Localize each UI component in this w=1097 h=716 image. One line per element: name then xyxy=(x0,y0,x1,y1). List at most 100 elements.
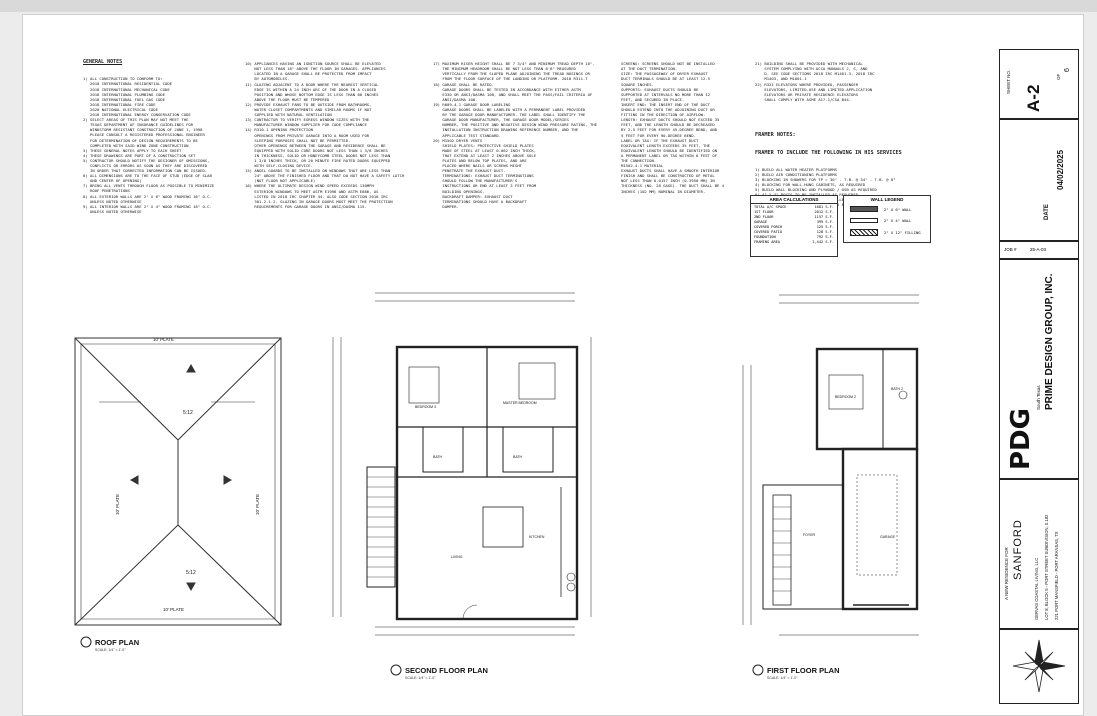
note-line: A PERMANENT LABEL OR TAG WITHIN 6 FEET O… xyxy=(621,152,718,158)
area-row: GARAGE 399 S.F. xyxy=(751,220,837,225)
note-line: 2) BUILD AIR CONDITIONING PLATFORMS xyxy=(755,171,837,177)
second-floor-marker-icon xyxy=(390,664,402,676)
note-line: BY AUTOMOBILES. xyxy=(245,76,290,82)
date-cell: DATE 04/02/2025 xyxy=(999,119,1079,241)
roof-plan-drawing xyxy=(74,337,282,626)
company-cell: PDG South Texas PRIME DESIGN GROUP, INC. xyxy=(999,259,1079,479)
note-line: TEXAS DEPARTMENT OF INSURANCE GUIDELINES… xyxy=(83,122,194,128)
note-line: 5) BUILD WALL BLOCKING AND PLYWOOD / OSB… xyxy=(755,187,877,193)
note-line: THE MINIMUM HEADROOM SHALL BE NOT LESS T… xyxy=(433,66,576,72)
notes-list: 10) APPLIANCES HAVING AN IGNITION SOURCE… xyxy=(245,61,425,209)
note-line: 3) THESE GENERAL NOTES APPLY TO EACH SHE… xyxy=(83,147,182,153)
second-floor-plan-drawing xyxy=(332,292,592,636)
note-line: TERMINATIONS SHOULD HAVE A BACKDRAFT xyxy=(433,198,527,204)
note-line: SLEEPING PURPOSES SHALL NOT BE PERMITTED… xyxy=(245,137,351,143)
legend-label: 2" X 6" WALL xyxy=(884,206,912,212)
note-line: SIZE: THE PASSAGEWAY OF DRYER EXHAUST xyxy=(621,71,708,77)
room-label: FOYER xyxy=(803,533,816,537)
job-number: 25-A-03 xyxy=(1030,247,1047,252)
viewer-top-bar xyxy=(0,0,1097,12)
note-line: OPENINGS FROM PRIVATE GARAGE INTO A ROOM… xyxy=(245,132,370,138)
room-label: BATH xyxy=(513,455,523,459)
note-line: 3) BLOCKING IN SHOWERS FOR TP = 30" - T.… xyxy=(755,176,896,182)
roof-plate-left: 10' PLATE xyxy=(115,493,120,515)
first-floor-plan-drawing xyxy=(742,294,919,636)
note-line: NUMBER, THE POSITIVE AND NEGATIVE DESIGN… xyxy=(433,122,597,128)
sheet-total: 6 xyxy=(1064,68,1071,72)
room-label: KITCHEN xyxy=(529,535,545,539)
note-line: CONFLICTS OR ERRORS AS SOON AS THEY ARE … xyxy=(83,162,208,168)
note-line: APPLICABLE TEST STANDARD. xyxy=(433,132,501,138)
note-line: IN THICKNESS, SOLID OR HONEYCOMB STEEL D… xyxy=(245,152,391,158)
note-line: COMPLETED WITH SAID WIND ZONE CONSTRUCTI… xyxy=(83,142,189,148)
sheet-label: SHEET NO. xyxy=(1006,69,1011,94)
date-value: 04/02/2025 xyxy=(1056,149,1065,190)
area-label: FRAMING AREA xyxy=(754,240,780,244)
note-line: IN ORDER THAT CORRECTED INFORMATION CAN … xyxy=(83,168,208,174)
note-line: 15) ANGEL GUARDS TO BE INSTALLED ON WIND… xyxy=(245,168,391,174)
note-line: TERMINATIONS: EXHAUST DUCT TERMINATIONS xyxy=(433,173,534,179)
note-line: 2018 INTERNATIONAL RESIDENTIAL CODE xyxy=(83,81,173,87)
notes-list: 1) ALL CONSTRUCTION TO CONFORM TO: 2018 … xyxy=(83,76,243,214)
note-line: GARAGE DOORS SHALL BE TESTED IN ACCORDAN… xyxy=(433,86,581,92)
note-line: 12) PROVIDE EXHAUST FANS TO BE OUTSIDE F… xyxy=(245,101,372,107)
note-line: (NOT FLOOR NOT APPLICABLE) xyxy=(245,178,316,184)
framer-notes-subtitle: FRAMER TO INCLUDE THE FOLLOWING IN HIS S… xyxy=(755,149,902,156)
note-line: VERTICALLY FROM THE SLOPED PLANE ADJOINI… xyxy=(433,71,590,77)
note-line: INSTALLATION INSTRUCTION DRAWING REFEREN… xyxy=(433,127,579,133)
area-value: 792 S.F. xyxy=(816,235,834,239)
note-line: FITTING IN THE DIRECTION OF AIRFLOW. xyxy=(621,112,706,118)
area-value: 2012 S.F. xyxy=(814,210,834,214)
note-line: 20) M1502 DRYER VENTS xyxy=(433,137,483,143)
note-line: THAT EXTEND AT LEAST 2 INCHES ABOVE SOLE xyxy=(433,152,537,158)
legend-swatch xyxy=(850,218,878,223)
notes-list: 21) BUILDING SHALL BE PROVIDED WITH MECH… xyxy=(755,61,955,102)
note-line: 1) BUILD ALL WATER HEATER PLATFORMS xyxy=(755,166,837,172)
note-line: 2) SELECT AREAS OF THIS PLAN MAY NOT MEE… xyxy=(83,117,189,123)
note-line: AND CENTER OF OPENING) xyxy=(83,178,142,184)
note-line: WITH SELF-CLOSING DEVICE. xyxy=(245,163,313,169)
area-label: GARAGE xyxy=(754,220,767,224)
note-line: SUPPORTS: EXHAUST DUCTS SHOULD BE xyxy=(621,86,699,92)
note-line: DAMPER. xyxy=(433,203,459,209)
wall-legend-title: WALL LEGEND xyxy=(870,197,904,202)
note-line: 4) BLOCKING FOR WALL-HUNG CABINETS, AS R… xyxy=(755,181,866,187)
general-notes-col5: 21) BUILDING SHALL BE PROVIDED WITH MECH… xyxy=(755,51,955,218)
note-line: INCHES (102 MM) NOMINAL IN DIAMETER. xyxy=(621,188,706,194)
note-line: 2018 INTERNATIONAL FIRE CODE xyxy=(83,101,156,107)
company-small: South Texas xyxy=(1036,385,1041,410)
note-line: PENETRATE THE EXHAUST DUCT. xyxy=(433,168,506,174)
sheet-number-cell: SHEET NO. A-2 OF 6 xyxy=(999,49,1079,119)
legend-row: 2" X 12" FILLING xyxy=(844,226,930,239)
note-line: WATER CLOSET COMPARTMENTS AND SIMILAR RO… xyxy=(245,107,372,113)
client-name: SANFORD xyxy=(1012,519,1024,580)
first-floor-plan-title: FIRST FLOOR PLAN xyxy=(767,666,840,675)
note-line: MANUFACTURER WINDOW SUPPLIER FOR CODE CO… xyxy=(245,122,367,128)
note-line: AT THE DUCT TERMINATION. xyxy=(621,66,678,72)
note-line: BY THE GARAGE DOOR MANUFACTURER. THE LAB… xyxy=(433,112,586,118)
room-label: BEDROOM 2 xyxy=(835,395,857,399)
area-label: FOUNDATION xyxy=(754,235,776,239)
area-value: 128 S.F. xyxy=(816,230,834,234)
general-notes-col1: GENERAL NOTES 1) ALL CONSTRUCTION TO CON… xyxy=(83,49,243,224)
area-label: COVERED PORCH xyxy=(754,225,783,229)
room-label: BEDROOM 3 xyxy=(415,405,437,409)
note-line: 8) ALL EXTERIOR WALLS ARE 2" X 6" WOOD F… xyxy=(83,193,212,199)
note-line: 2018 INTERNATIONAL MECHANICAL CODE xyxy=(83,86,170,92)
note-line: 2018 INTERNATIONAL PLUMBING CODE xyxy=(83,91,165,97)
note-line: 13) CONTRACTOR TO VERIFY EGRESS WINDOW S… xyxy=(245,117,370,123)
note-line: THE CONNECTION. xyxy=(621,157,657,163)
roof-plate-top: 10' PLATE xyxy=(153,337,175,342)
note-line: SQUARE INCHES. xyxy=(621,81,654,87)
note-line: 7) BRING ALL VENTS THROUGH FLOOR AS POSS… xyxy=(83,183,215,189)
note-line: LOCATED IN A GARAGE SHALL BE PROTECTED F… xyxy=(245,71,372,77)
note-line: MADE OF STEEL AT LEAST 0.062 INCH THICK, xyxy=(433,147,537,153)
note-line: FROM THE FLOOR SURFACE OF THE LANDING OR… xyxy=(433,76,588,82)
second-floor-plan-scale: SCALE: 1/4" = 1'-0" xyxy=(405,676,436,680)
roof-plan-title: ROOF PLAN xyxy=(95,638,140,647)
area-value: 399 S.F. xyxy=(816,220,834,224)
note-line: BUILDING OPENINGS. xyxy=(433,188,485,194)
